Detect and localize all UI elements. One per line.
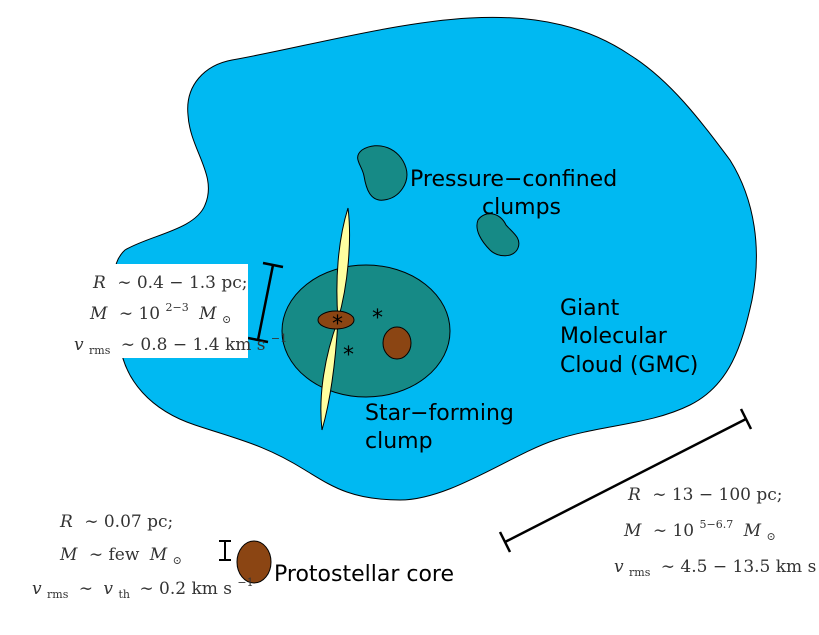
gmc-cloud (113, 16, 757, 501)
star-marker-2: * (372, 306, 383, 331)
star-forming-label-2: clump (365, 429, 433, 454)
gmc-mass: M ∼ 10 5−6.7 M ⊙ (623, 513, 776, 543)
pressure-clump-2 (476, 213, 520, 257)
gmc-label-1: Giant (560, 296, 620, 321)
protostellar-core-label: Protostellar core (274, 562, 454, 587)
embedded-core-2 (382, 326, 412, 360)
gmc-label-3: Cloud (GMC) (560, 353, 698, 378)
clump-props-box (70, 264, 248, 358)
core-velocity: v rms ∼ v th ∼ 0.2 km s −1 (32, 576, 254, 603)
clump-mass: M ∼ 10 2−3 M ⊙ (89, 296, 231, 326)
gmc-radius: R ∼ 13 − 100 pc; (627, 485, 783, 505)
gmc-scale-bar (498, 408, 753, 553)
core-mass: M ∼ few M ⊙ (59, 545, 182, 567)
star-marker-1: * (332, 312, 343, 337)
pressure-clumps-label-2: clumps (482, 195, 561, 220)
star-forming-clump (281, 264, 451, 398)
star-marker-3: * (343, 343, 354, 368)
gmc-label-2: Molecular (560, 324, 668, 349)
clump-props: R ∼ 0.4 − 1.3 pc; M ∼ 10 2−3 M ⊙ v rms ∼… (74, 273, 287, 359)
embedded-core-1 (317, 310, 355, 330)
core-props: R ∼ 0.07 pc; M ∼ few M ⊙ v rms ∼ v th ∼ … (32, 512, 254, 603)
star-forming-label-1: Star−forming (365, 401, 514, 426)
pressure-clumps-label-1: Pressure−confined (410, 167, 617, 192)
gmc-props: R ∼ 13 − 100 pc; M ∼ 10 5−6.7 M ⊙ v rms … (614, 485, 819, 581)
clump-radius: R ∼ 0.4 − 1.3 pc; (92, 273, 248, 293)
clump-scale-bar (247, 261, 284, 344)
protostellar-core (236, 540, 272, 584)
gmc-velocity: v rms ∼ 4.5 − 13.5 km s −1 (614, 554, 819, 581)
bipolar-jet (320, 207, 351, 431)
core-scale-bar (219, 540, 231, 561)
pressure-clump-1 (357, 145, 408, 201)
clump-velocity: v rms ∼ 0.8 − 1.4 km s −1 (74, 332, 287, 359)
core-radius: R ∼ 0.07 pc; (59, 512, 173, 532)
